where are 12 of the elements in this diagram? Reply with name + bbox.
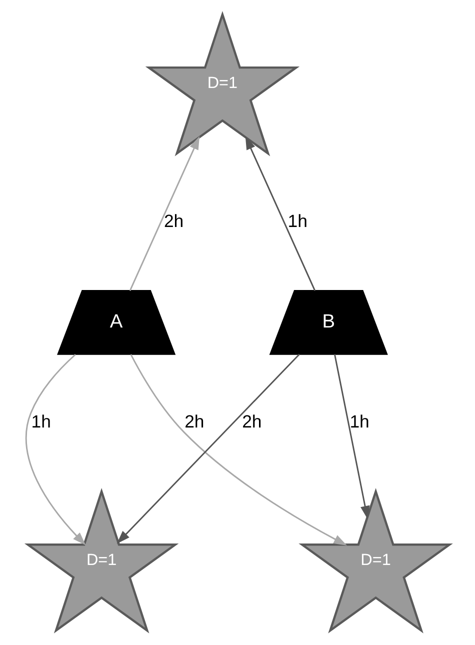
edge-label: 2h (184, 411, 204, 432)
arrow (334, 354, 370, 520)
edge-label: 2h (242, 411, 262, 432)
edge-label: 1h (31, 411, 51, 432)
arrow (130, 354, 347, 546)
edge-label: 1h (288, 210, 308, 231)
edge-label: 1h (350, 411, 370, 432)
edge-label: 2h (164, 210, 184, 231)
arrow (245, 136, 316, 291)
arrow (116, 354, 300, 544)
arrow (129, 136, 200, 291)
arrow (25, 354, 86, 546)
